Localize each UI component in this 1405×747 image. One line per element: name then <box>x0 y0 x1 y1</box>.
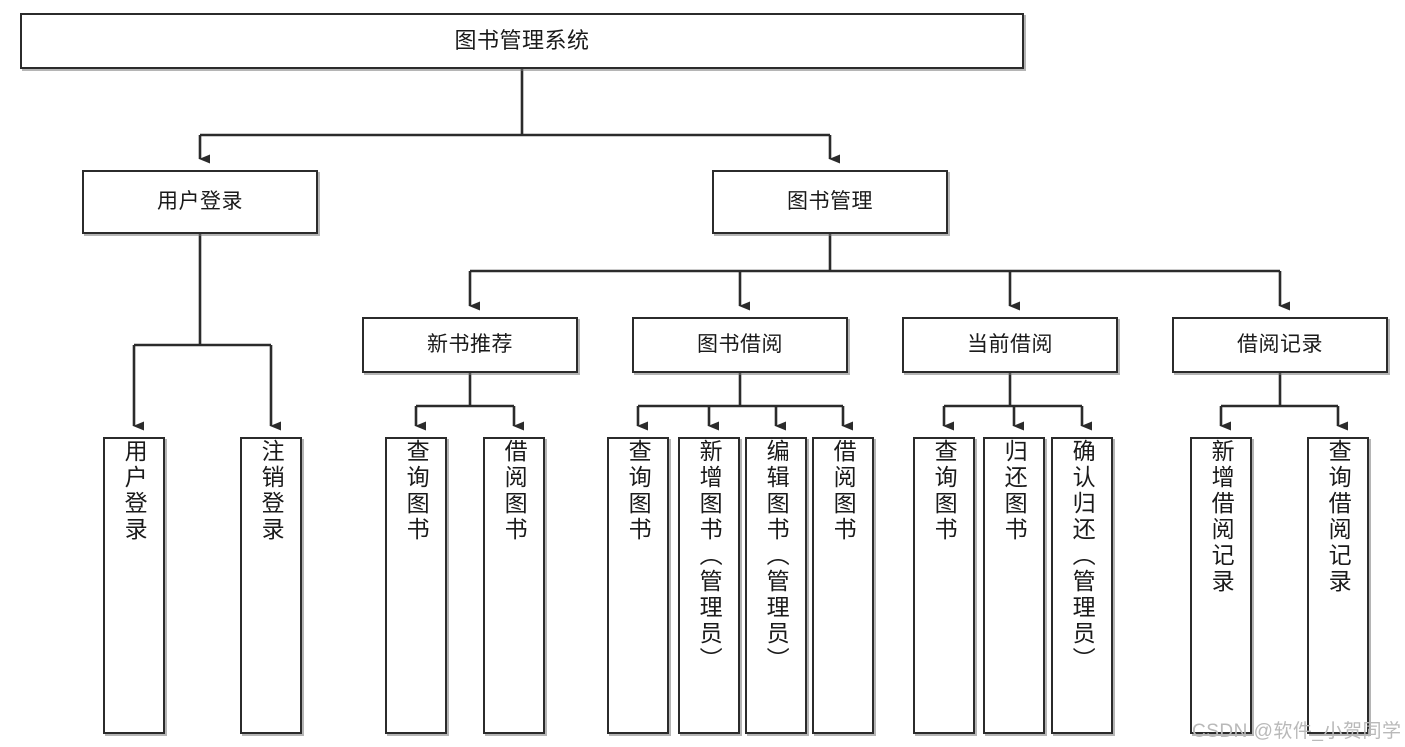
node-label: 查询图书 <box>931 439 958 543</box>
node-label: 编辑图书（管理员） <box>763 439 790 673</box>
leaf-query-borrow-record[interactable]: 查询借阅记录 <box>1307 437 1369 734</box>
node-label: 查询图书 <box>625 439 652 543</box>
leaf-borrow-book-new-recommendation[interactable]: 借阅图书 <box>483 437 545 734</box>
node-label: 图书管理系统 <box>454 28 590 54</box>
node-label: 新书推荐 <box>427 332 513 356</box>
node-user-login[interactable]: 用户登录 <box>82 170 318 234</box>
leaf-query-book-new-recommendation[interactable]: 查询图书 <box>385 437 447 734</box>
leaf-add-borrow-record[interactable]: 新增借阅记录 <box>1190 437 1252 734</box>
node-root-system[interactable]: 图书管理系统 <box>20 13 1024 69</box>
leaf-add-book-admin[interactable]: 新增图书（管理员） <box>678 437 740 734</box>
leaf-borrow-book-borrowing[interactable]: 借阅图书 <box>812 437 874 734</box>
leaf-edit-book-admin[interactable]: 编辑图书（管理员） <box>745 437 807 734</box>
node-new-book-recommendation[interactable]: 新书推荐 <box>362 317 578 373</box>
leaf-query-book-current[interactable]: 查询图书 <box>913 437 975 734</box>
node-borrow-records[interactable]: 借阅记录 <box>1172 317 1388 373</box>
node-label: 查询借阅记录 <box>1325 439 1352 595</box>
node-current-borrowing[interactable]: 当前借阅 <box>902 317 1118 373</box>
node-label: 用户登录 <box>121 439 148 543</box>
node-label: 借阅记录 <box>1237 332 1323 356</box>
leaf-confirm-return-admin[interactable]: 确认归还（管理员） <box>1051 437 1113 734</box>
node-label: 图书借阅 <box>697 332 783 356</box>
node-label: 当前借阅 <box>967 332 1053 356</box>
node-label: 注销登录 <box>258 439 285 543</box>
csdn-watermark: CSDN @软件_小贺同学 <box>1192 721 1402 742</box>
leaf-return-book[interactable]: 归还图书 <box>983 437 1045 734</box>
node-label: 归还图书 <box>1001 439 1028 543</box>
leaf-logout[interactable]: 注销登录 <box>240 437 302 734</box>
node-book-management[interactable]: 图书管理 <box>712 170 948 234</box>
node-label: 图书管理 <box>787 189 873 213</box>
node-label: 借阅图书 <box>501 439 528 543</box>
node-label: 借阅图书 <box>830 439 857 543</box>
node-label: 用户登录 <box>157 189 243 213</box>
leaf-user-login[interactable]: 用户登录 <box>103 437 165 734</box>
node-label: 新增图书（管理员） <box>696 439 723 673</box>
node-label: 查询图书 <box>403 439 430 543</box>
leaf-query-book-borrowing[interactable]: 查询图书 <box>607 437 669 734</box>
node-label: 确认归还（管理员） <box>1069 439 1096 673</box>
node-book-borrowing[interactable]: 图书借阅 <box>632 317 848 373</box>
node-label: 新增借阅记录 <box>1208 439 1235 595</box>
